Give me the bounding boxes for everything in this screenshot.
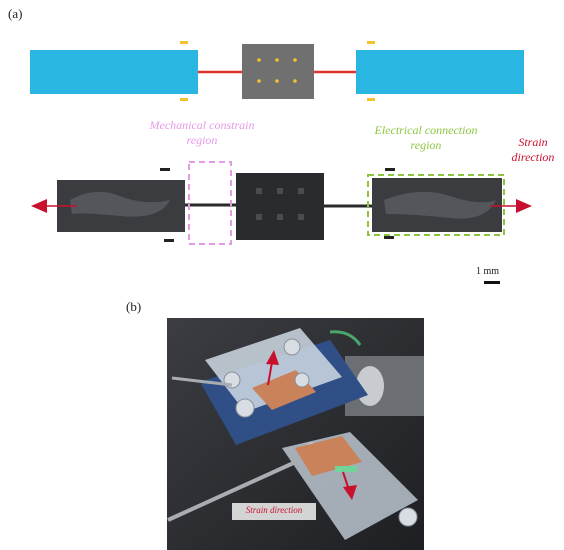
top-marker-right-top <box>367 41 375 44</box>
electrical-label-line1: Electrical connection <box>374 123 478 137</box>
mechanical-label: Mechanical constrain region <box>136 118 268 148</box>
bottom-marker-rt <box>385 168 395 171</box>
strain-direction-photo-label: Strain direction <box>245 505 303 515</box>
left-electrode-schematic <box>30 50 198 94</box>
bottom-marker-lb <box>164 239 174 242</box>
bottom-marker-lt <box>160 168 170 171</box>
right-strain-arrow-head <box>516 199 532 213</box>
center-chip-photo <box>236 173 324 240</box>
chip-pads <box>257 58 297 83</box>
strain-label-box <box>232 503 316 520</box>
electrical-label: Electrical connection region <box>360 123 492 153</box>
mechanical-label-line2: region <box>186 133 218 147</box>
panel-b-label: (b) <box>126 299 142 314</box>
electrical-connection-region <box>367 174 505 236</box>
strain-label-line2: direction <box>511 150 555 164</box>
right-electrode-schematic <box>356 50 524 94</box>
lower-strain-arrow-head <box>343 485 357 500</box>
center-chip-schematic <box>242 44 314 99</box>
left-strain-arrow-head <box>31 199 47 213</box>
top-marker-right-bottom <box>367 98 375 101</box>
top-marker-left-bottom <box>180 98 188 101</box>
electrical-label-line2: region <box>410 138 442 152</box>
top-marker-left-top <box>180 41 188 44</box>
mechanical-constrain-region <box>188 161 232 245</box>
panel-a-label: (a) <box>8 6 23 21</box>
mechanical-label-line1: Mechanical constrain <box>149 118 255 132</box>
scale-bar-label: 1 mm <box>476 266 500 277</box>
upper-clamp <box>205 328 342 412</box>
upper-strain-arrow-head <box>266 350 279 365</box>
strain-direction-label: Strain direction <box>500 135 564 165</box>
scale-bar <box>484 281 500 284</box>
bottom-marker-rb <box>384 236 394 239</box>
strain-label-line1: Strain <box>518 135 548 149</box>
upper-strain-arrow-shaft <box>267 361 273 386</box>
probe <box>167 458 301 522</box>
